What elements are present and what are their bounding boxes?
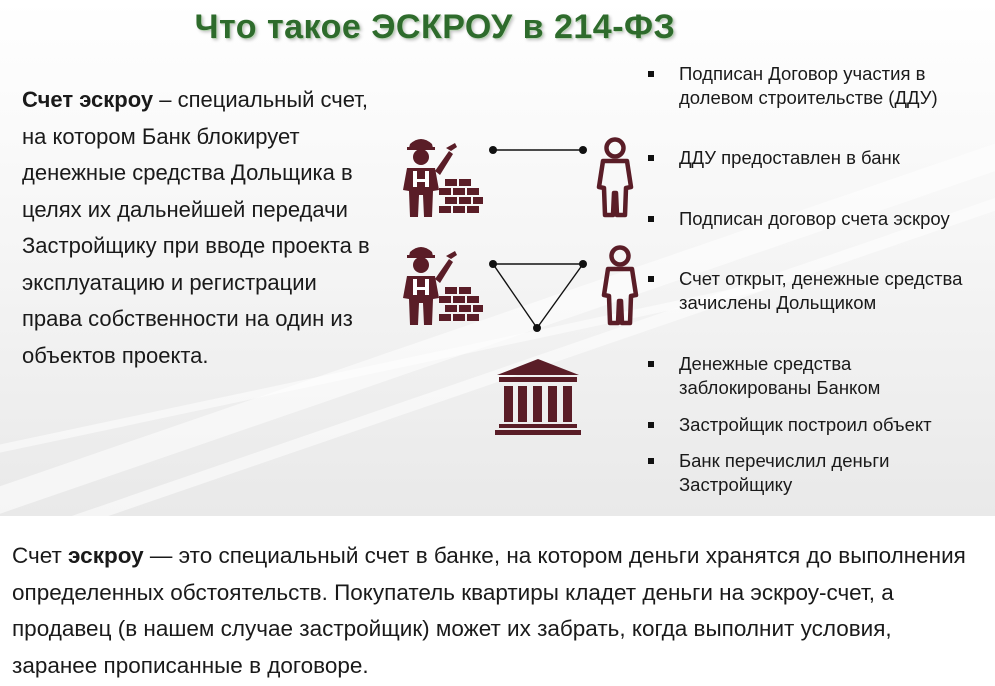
definition-text: Счет эскроу – специальный счет, на котор… <box>22 82 372 374</box>
caption-paragraph: Счет эскроу — это специальный счет в бан… <box>12 543 966 678</box>
triangle-left-line <box>492 263 538 329</box>
builder-icon <box>403 139 483 217</box>
list-item: Застройщик построил объект <box>648 413 988 437</box>
definition-body: – специальный счет, на котором Банк блок… <box>22 87 370 368</box>
connection-lines <box>489 146 587 332</box>
escrow-diagram <box>385 125 650 445</box>
list-item: ДДУ предоставлен в банк <box>648 146 988 170</box>
bank-icon <box>495 359 581 435</box>
slide-title: Что такое ЭСКРОУ в 214-ФЗ <box>194 8 676 46</box>
list-item: Счет открыт, денежные средства зачислены… <box>648 267 988 315</box>
bullet-marker <box>648 422 654 428</box>
bullet-marker <box>648 216 654 222</box>
connection-dot <box>579 146 587 154</box>
list-item: Банк перечислил деньги Застройщику <box>648 449 988 497</box>
connection-dot <box>533 324 541 332</box>
list-item: Денежные средства заблокированы Банком <box>648 352 988 400</box>
caption-term: эскроу <box>68 543 144 568</box>
builder-icon <box>403 247 483 325</box>
person-icon <box>601 245 639 326</box>
definition-term: Счет эскроу <box>22 87 154 112</box>
bullet-marker <box>648 361 654 367</box>
list-item: Подписан договор счета эскроу <box>648 207 988 231</box>
list-item: Подписан Договор участия в долевом строи… <box>648 62 988 110</box>
triangle-right-line <box>536 263 584 329</box>
connection-dot <box>489 260 497 268</box>
connection-dot <box>489 146 497 154</box>
slide: Что такое ЭСКРОУ в 214-ФЗ Счет эскроу – … <box>0 0 995 516</box>
person-icon <box>596 137 634 218</box>
bullet-marker <box>648 155 654 161</box>
bullet-marker <box>648 71 654 77</box>
bullet-marker <box>648 276 654 282</box>
bullet-marker <box>648 458 654 464</box>
connection-dot <box>579 260 587 268</box>
